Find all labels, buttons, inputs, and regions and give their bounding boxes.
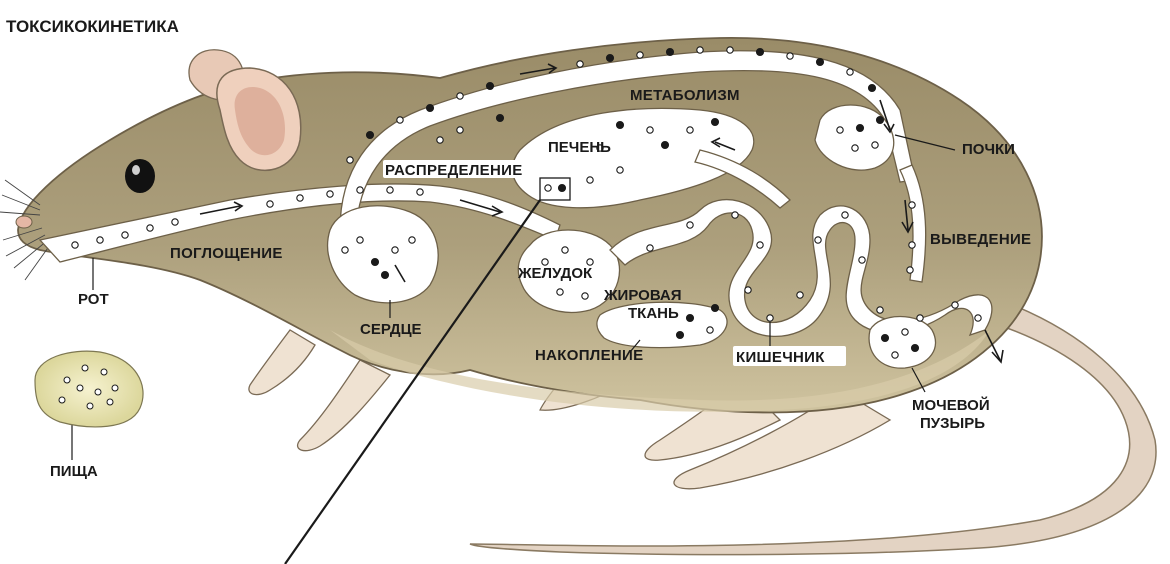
label-absorption: ПОГЛОЩЕНИЕ: [170, 245, 283, 262]
rat-nose: [16, 216, 32, 228]
label-accumulation: НАКОПЛЕНИЕ: [535, 347, 643, 364]
food-pellet: [35, 351, 143, 427]
diagram-title: ТОКСИКОКИНЕТИКА: [6, 17, 179, 36]
label-stomach: ЖЕЛУДОК: [517, 265, 593, 282]
label-fat-tissue-1: ЖИРОВАЯ: [603, 287, 682, 304]
label-kidneys: ПОЧКИ: [962, 141, 1015, 158]
label-bladder-1: МОЧЕВОЙ: [912, 396, 990, 414]
label-mouth: РОТ: [78, 291, 109, 308]
front-foot-back: [249, 330, 315, 395]
label-fat-tissue-2: ТКАНЬ: [628, 305, 679, 322]
front-foot-front: [298, 360, 390, 451]
label-heart: СЕРДЦЕ: [360, 321, 422, 338]
label-food: ПИЩА: [50, 463, 98, 480]
label-metabolism: МЕТАБОЛИЗМ: [630, 87, 740, 104]
label-intestine: КИШЕЧНИК: [736, 349, 825, 366]
label-bladder-2: ПУЗЫРЬ: [920, 415, 985, 432]
label-distribution: РАСПРЕДЕЛЕНИЕ: [385, 162, 523, 179]
bladder-organ: [869, 317, 935, 369]
rat-eye: [125, 159, 155, 193]
label-liver: ПЕЧЕНЬ: [548, 139, 611, 156]
label-excretion: ВЫВЕДЕНИЕ: [930, 231, 1031, 248]
